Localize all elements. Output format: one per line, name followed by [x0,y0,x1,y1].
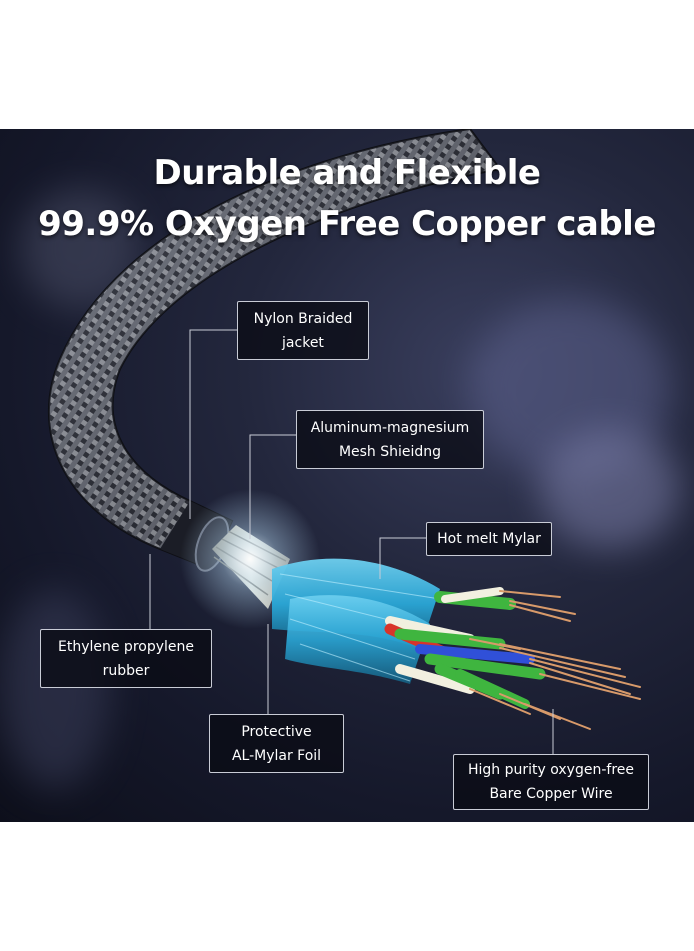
cable-illustration [47,129,641,754]
callout-text: Hot melt Mylar [437,531,541,547]
callout-text: Protective [241,723,312,740]
callout-text: AL-Mylar Foil [231,747,322,764]
callout-text: rubber [102,662,150,679]
callout-hot-melt-mylar: Hot melt Mylar [426,522,552,556]
callout-text: Aluminum-magnesium [310,419,470,436]
callout-ethylene-propylene-rubber: Ethylene propylene rubber [40,629,212,688]
callout-text: Mesh Shieidng [338,443,442,460]
callout-text: Ethylene propylene [58,638,194,655]
callout-nylon-braided-jacket: Nylon Braided jacket [237,301,369,360]
callout-text: High purity oxygen-free [468,762,634,778]
headline-line-2: 99.9% Oxygen Free Copper cable [38,204,656,244]
callout-text: Nylon Braided [253,310,353,327]
background-bokeh [0,589,110,789]
callout-text: jacket [282,334,324,351]
leader-lines [149,329,554,754]
product-image-panel: Durable and Flexible 99.9% Oxygen Free C… [0,129,694,822]
callout-protective-foil: Protective AL-Mylar Foil [209,714,344,773]
headline-line-1: Durable and Flexible [153,153,541,193]
callout-aluminum-mesh: Aluminum-magnesium Mesh Shieidng [296,410,484,469]
copper-strands [469,590,641,730]
background-bokeh [540,429,680,549]
callout-copper-wire: High purity oxygen-free Bare Copper Wire [453,754,649,810]
callout-text: Bare Copper Wire [489,786,613,802]
